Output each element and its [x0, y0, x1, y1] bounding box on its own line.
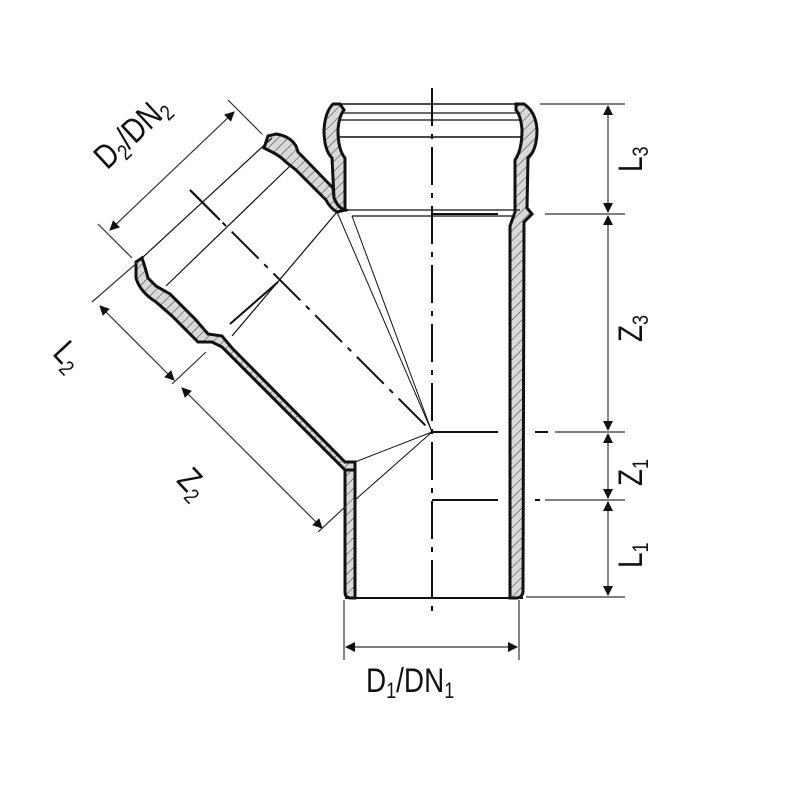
right-dimensions	[526, 103, 625, 598]
dim-l2-line	[99, 305, 175, 381]
branch-pipe	[134, 132, 433, 501]
label-z3: Z3	[612, 314, 653, 342]
dim-z2-line	[181, 387, 323, 529]
label-d1-dn1: D1/DN1	[366, 662, 455, 703]
branch-centerline	[189, 189, 433, 433]
dim-d2-line	[109, 111, 235, 231]
label-z1: Z1	[612, 458, 653, 486]
branch-lower-wall	[134, 255, 357, 472]
bottom-dimension	[343, 600, 520, 660]
bottom-spigot-left-wall	[343, 460, 357, 600]
label-l1: L1	[612, 542, 653, 568]
main-pipe	[322, 88, 539, 612]
main-pipe-right-wall	[508, 102, 539, 600]
branch-dimensions	[91, 99, 347, 533]
label-l3: L3	[612, 146, 653, 172]
